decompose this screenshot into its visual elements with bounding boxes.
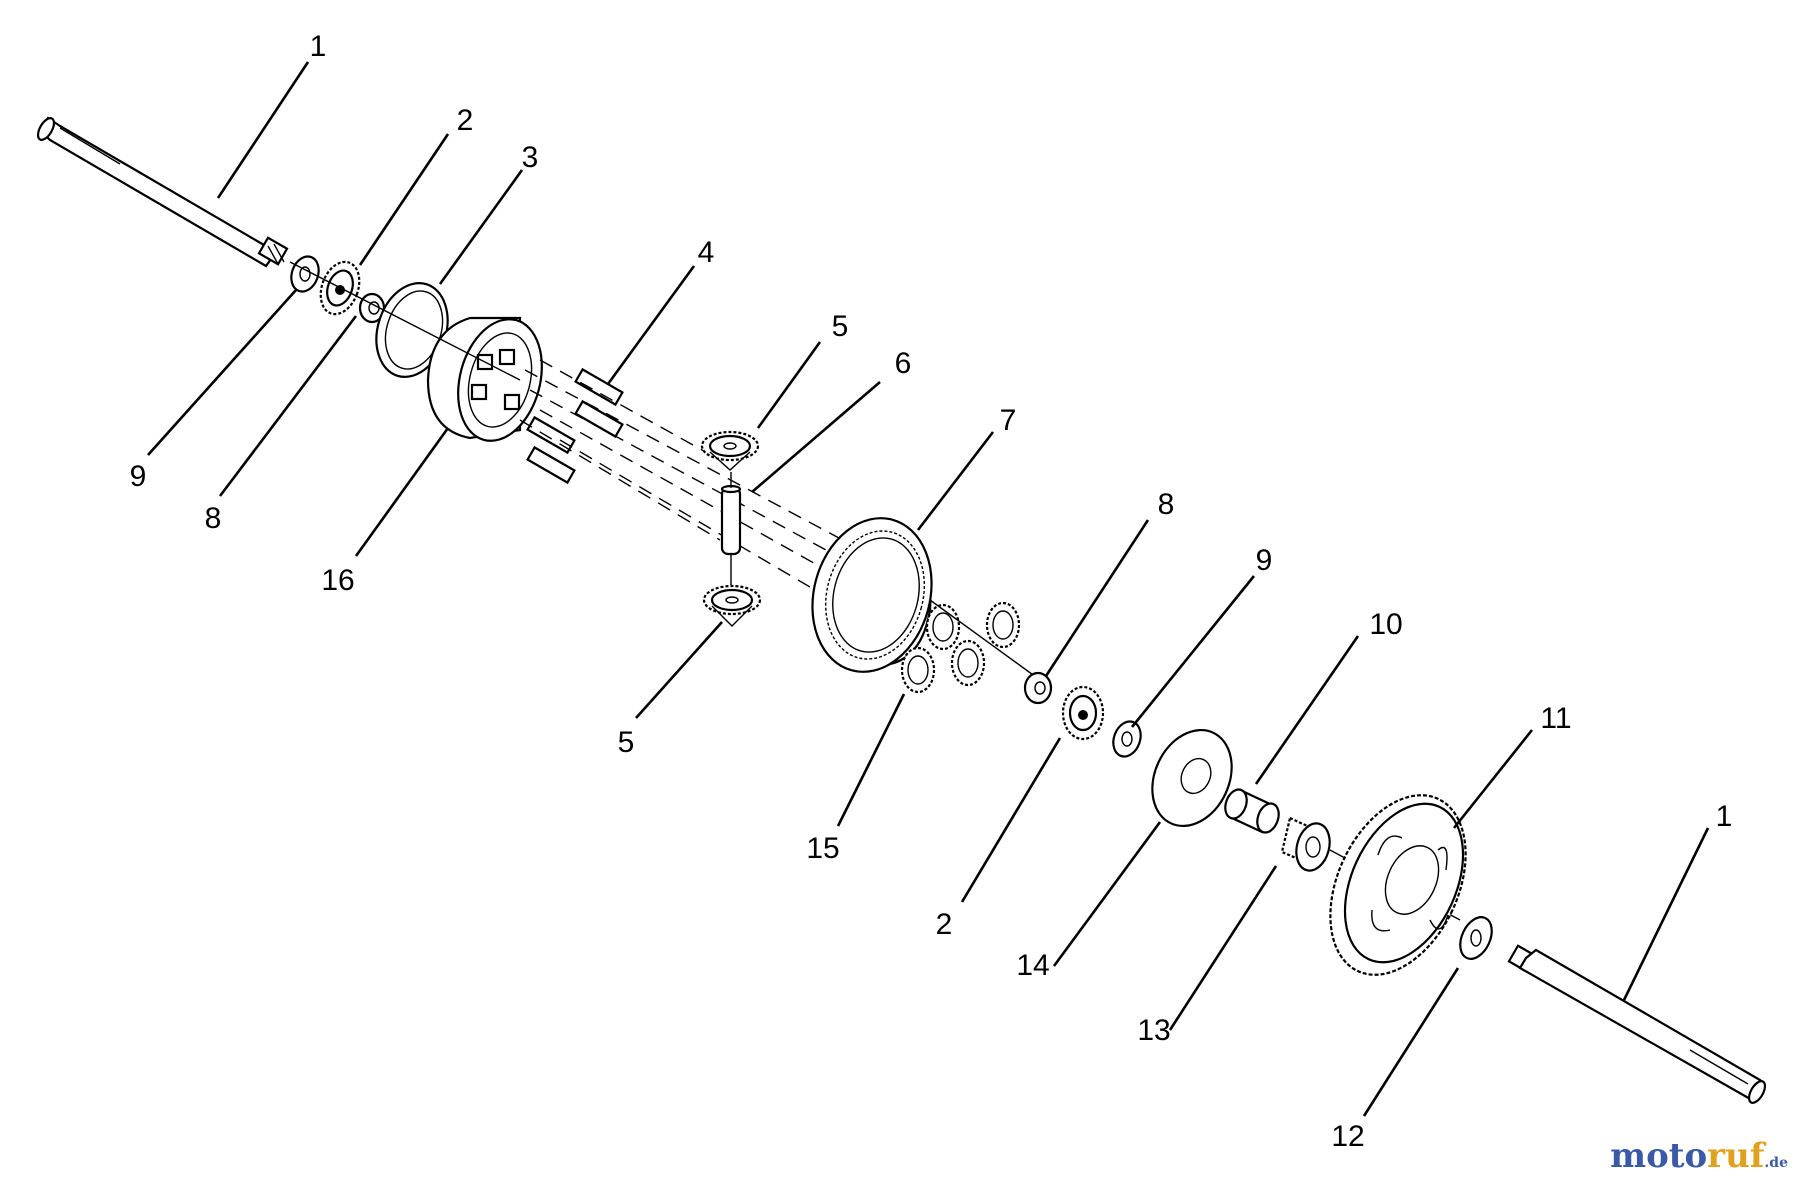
axle-shaft-left	[36, 116, 289, 268]
callout-5-bottom: 5	[618, 726, 635, 759]
cross-pin	[720, 472, 742, 585]
callout-13: 13	[1137, 1014, 1170, 1047]
callout-6: 6	[895, 347, 912, 380]
callout-9-right: 9	[1256, 544, 1273, 577]
side-gear-right	[1061, 685, 1105, 741]
callout-1-top: 1	[310, 30, 327, 63]
site-watermark: motoruf.de	[1610, 1136, 1788, 1176]
spur-gear-large	[1329, 794, 1467, 976]
callout-9-left: 9	[130, 460, 147, 493]
washer-outer	[1459, 916, 1493, 960]
bushing	[1224, 788, 1280, 834]
drive-pinion	[1280, 816, 1331, 872]
spacer-right	[1023, 671, 1053, 705]
callout-12: 12	[1331, 1120, 1364, 1153]
ring-gear	[811, 517, 933, 673]
thrust-washer	[1151, 728, 1233, 828]
watermark-part-3: .de	[1764, 1155, 1788, 1171]
bevel-pinion-top	[700, 430, 760, 471]
callout-8-left: 8	[205, 502, 222, 535]
callout-4: 4	[698, 236, 715, 269]
leader-lines	[147, 61, 1710, 1117]
callout-3: 3	[522, 141, 539, 174]
differential-case	[426, 316, 543, 442]
callout-2-top: 2	[457, 104, 474, 137]
bevel-pinion-bottom	[702, 584, 762, 627]
axle-shaft-right	[1507, 944, 1767, 1104]
watermark-part-1: moto	[1610, 1136, 1708, 1176]
callout-labels: 1 2 3 4 5 6 7 8 9 10 11 1 9 8 16 5 15 2 …	[130, 30, 1733, 1153]
watermark-part-2: ruf	[1707, 1136, 1765, 1176]
callout-1-bottom: 1	[1716, 800, 1733, 833]
callout-5-top: 5	[832, 310, 849, 343]
callout-7: 7	[1000, 404, 1017, 437]
callout-10: 10	[1369, 608, 1402, 641]
planet-gears	[900, 601, 1021, 694]
callout-11: 11	[1540, 702, 1571, 735]
washer-right	[1112, 720, 1142, 758]
pinion-shafts	[526, 367, 624, 485]
callout-14: 14	[1016, 949, 1049, 982]
callout-16: 16	[321, 564, 354, 597]
callout-8-right: 8	[1158, 488, 1175, 521]
callout-2-bottom: 2	[936, 908, 953, 941]
washer-left	[290, 255, 320, 293]
callout-15: 15	[806, 832, 839, 865]
